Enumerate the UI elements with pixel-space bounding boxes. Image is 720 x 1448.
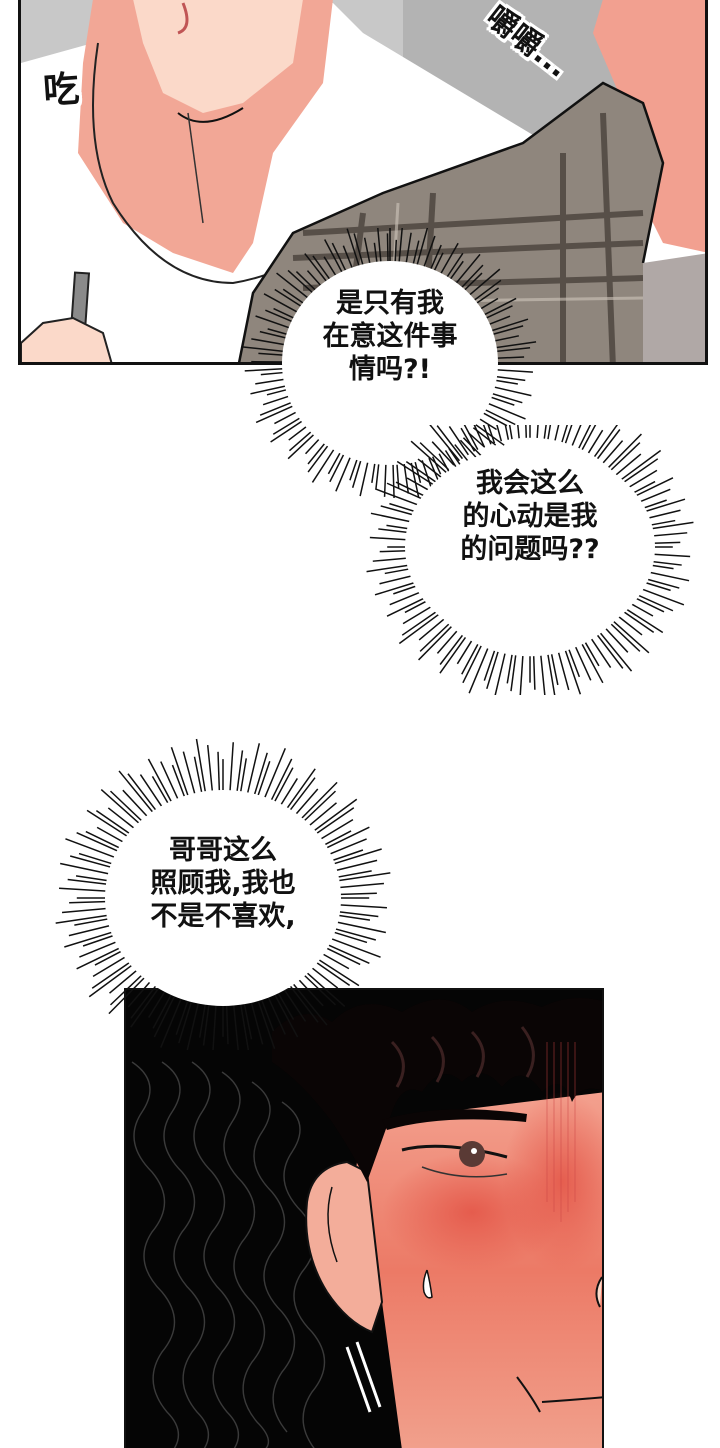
bubble-2-text: 我会这么 的心动是我 的问题吗?? [410, 468, 650, 567]
thought-bubble-3: 哥哥这么 照顾我,我也 不是不喜欢, [48, 730, 398, 1050]
panel-face-artwork [126, 990, 604, 1448]
panel-blushing-face [124, 988, 604, 1448]
bubble-1-text: 是只有我 在意这件事 情吗?! [280, 288, 500, 387]
bubble-3-text: 哥哥这么 照顾我,我也 不是不喜欢, [93, 835, 353, 934]
thought-bubble-2: 我会这么 的心动是我 的问题吗?? [355, 425, 695, 695]
sfx-eat: 吃 [41, 60, 81, 114]
